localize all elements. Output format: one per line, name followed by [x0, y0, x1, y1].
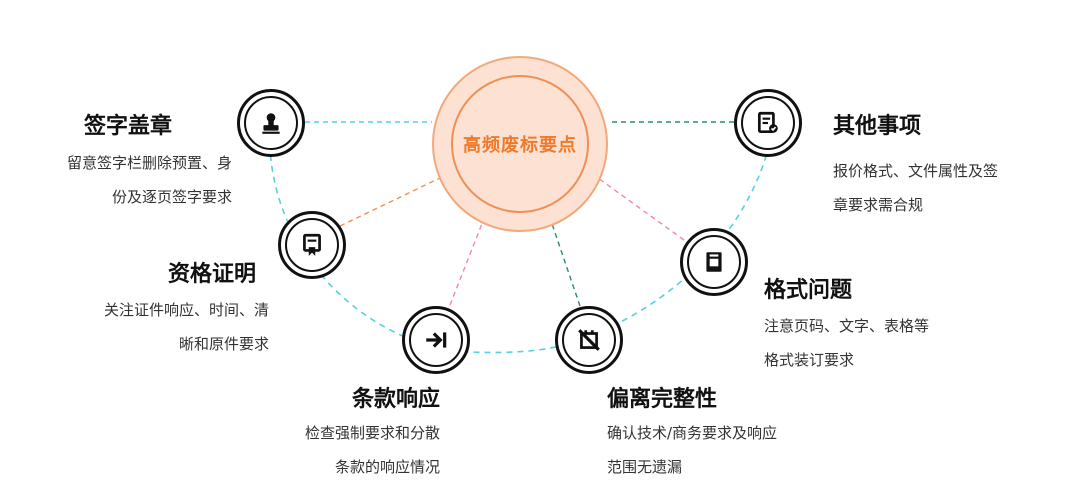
desc-line: 章要求需合规: [833, 196, 924, 214]
document-frame-icon: [706, 252, 722, 272]
spoke-clause: [449, 215, 486, 306]
desc-line: 留意签字栏删除预置、身: [66, 154, 232, 172]
title-clause: 条款响应: [352, 387, 441, 412]
desc-line: 确认技术/商务要求及响应: [607, 424, 778, 442]
cycle-arc: [268, 121, 769, 354]
desc-clause: 检查强制要求和分散 条款的响应情况: [305, 416, 440, 484]
node-other: [734, 89, 802, 157]
arrow-right-bar-icon: [426, 332, 447, 348]
node-clause: [402, 306, 470, 374]
node-sign: [237, 89, 305, 157]
desc-qual: 关注证件响应、时间、清 晰和原件要求: [104, 293, 269, 361]
desc-line: 检查强制要求和分散: [304, 424, 440, 442]
title-other: 其他事项: [833, 114, 922, 139]
title-format: 格式问题: [764, 278, 853, 303]
desc-line: 报价格式、文件属性及签: [833, 162, 999, 180]
spoke-format: [597, 177, 685, 241]
desc-line: 关注证件响应、时间、清: [103, 301, 269, 319]
desc-sign: 留意签字栏删除预置、身 份及逐页签字要求: [67, 146, 232, 214]
node-format: [680, 228, 748, 296]
title-qual: 资格证明: [168, 262, 257, 287]
desc-line: 条款的响应情况: [334, 458, 440, 476]
stamp-icon: [262, 113, 280, 134]
certificate-icon: [303, 233, 321, 256]
desc-other: 报价格式、文件属性及签 章要求需合规: [833, 154, 998, 222]
node-qual: [278, 211, 346, 279]
center-circle: 高频废标要点: [451, 75, 589, 213]
report-icon: [757, 111, 778, 134]
spoke-deviation: [549, 217, 581, 307]
desc-line: 份及逐页签字要求: [111, 188, 232, 206]
desc-line: 晰和原件要求: [178, 335, 269, 353]
desc-deviation: 确认技术/商务要求及响应 范围无遗漏: [607, 416, 777, 484]
center-title: 高频废标要点: [463, 135, 577, 156]
desc-line: 格式装订要求: [764, 351, 855, 369]
desc-format: 注意页码、文字、表格等 格式装订要求: [764, 309, 929, 377]
title-sign: 签字盖章: [84, 114, 173, 139]
spoke-qual: [339, 177, 441, 227]
node-deviation: [555, 306, 623, 374]
title-deviation: 偏离完整性: [607, 387, 718, 412]
desc-line: 范围无遗漏: [607, 458, 683, 476]
desc-line: 注意页码、文字、表格等: [764, 317, 930, 335]
deviation-icon: [578, 329, 600, 351]
